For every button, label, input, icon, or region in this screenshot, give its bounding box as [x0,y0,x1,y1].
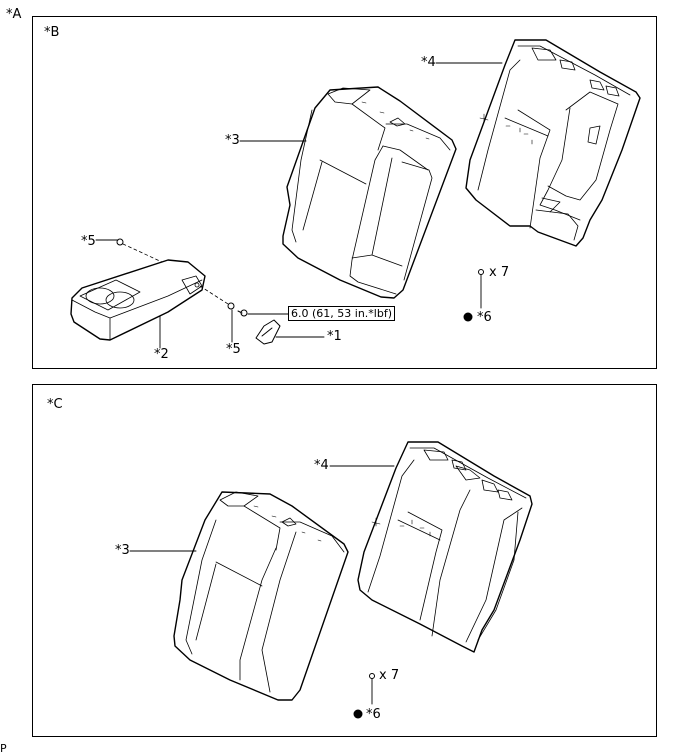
screw-part-5-lower [227,302,235,310]
clip-part-6-icon [478,269,484,275]
callout-4-b: *4 [421,55,436,70]
seatback-part-4-b [465,39,641,247]
panel-c-frame [32,384,657,737]
torque-spec-box: 6.0 (61, 53 in.*lbf) [288,306,395,321]
clip-part-1 [255,319,281,345]
callout-2: *2 [154,347,169,362]
alignment-line [199,285,229,305]
figure-label-a: *A [6,7,22,22]
callout-5-lower: *5 [226,342,241,357]
seatback-part-4-c [357,441,533,653]
alignment-line [122,243,163,263]
footer-code: P [0,742,7,755]
seatback-part-3-c [173,491,349,701]
callout-3-c: *3 [115,543,130,558]
lubricant-mark-c [353,709,363,719]
quantity-label-c: x 7 [379,668,400,683]
callout-6-b: *6 [477,310,492,325]
callout-3-b: *3 [225,133,240,148]
seatback-part-3-b [282,86,457,299]
armrest-part-2 [70,259,206,341]
callout-5-upper: *5 [81,234,96,249]
bolt-icon [237,309,248,317]
clip-part-6-icon-c [369,673,375,679]
panel-b-label: *B [44,25,60,40]
lubricant-mark-b [463,312,473,322]
screw-part-5-upper [116,238,124,246]
callout-6-c: *6 [366,707,381,722]
quantity-label-b: x 7 [489,265,510,280]
callout-4-c: *4 [314,458,329,473]
panel-c-label: *C [47,397,63,412]
callout-1: *1 [327,329,342,344]
panel-b-frame [32,16,657,369]
